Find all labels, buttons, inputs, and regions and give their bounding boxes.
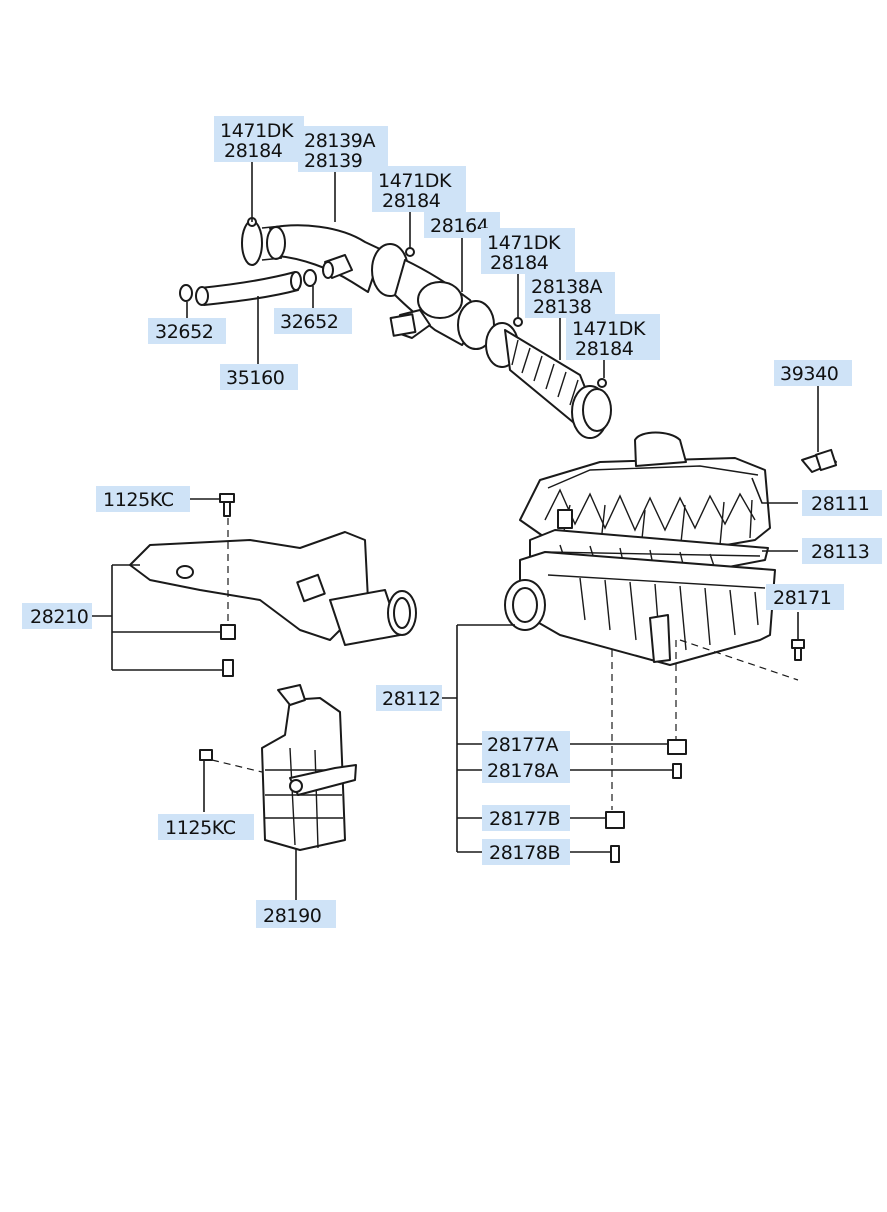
label-1471dk: 1471DK <box>378 170 452 192</box>
label-32652: 32652 <box>280 311 338 333</box>
label-28171: 28171 <box>773 587 831 609</box>
label-28138: 28138 <box>533 296 591 318</box>
label-1471dk: 1471DK <box>572 318 646 340</box>
label-1471dk: 1471DK <box>487 232 561 254</box>
label-28184: 28184 <box>575 338 634 360</box>
resonator-28190 <box>261 684 357 851</box>
intake-duct-28210 <box>129 531 417 646</box>
intake-hose-28138 <box>485 322 612 439</box>
label-28164: 28164 <box>430 215 489 237</box>
hose-clamps <box>247 217 607 388</box>
label-28178b: 28178B <box>489 842 560 864</box>
label-28184: 28184 <box>490 252 549 274</box>
label-28113: 28113 <box>811 541 869 563</box>
label-32652: 32652 <box>155 321 213 343</box>
label-28190: 28190 <box>263 905 321 927</box>
fasteners <box>199 493 805 863</box>
label-28210: 28210 <box>30 606 88 628</box>
label-28138a: 28138A <box>531 276 602 298</box>
sensor-39340 <box>801 448 838 473</box>
label-28184: 28184 <box>382 190 441 212</box>
alignment-lines <box>211 518 799 810</box>
label-1125kc: 1125KC <box>103 489 174 511</box>
label-28177b: 28177B <box>489 808 560 830</box>
label-1471dk: 1471DK <box>220 120 294 142</box>
label-28139: 28139 <box>304 150 362 172</box>
label-28177a: 28177A <box>487 734 558 756</box>
label-28178a: 28178A <box>487 760 558 782</box>
label-1125kc: 1125KC <box>165 817 236 839</box>
label-35160: 35160 <box>226 367 284 389</box>
label-28112: 28112 <box>382 688 440 710</box>
upper-hose-28139 <box>241 220 383 293</box>
label-28139a: 28139A <box>304 130 375 152</box>
breather-hose-35160 <box>179 269 317 306</box>
air-cleaner-body-28112 <box>504 551 776 666</box>
leader-lines <box>90 162 819 900</box>
label-28184: 28184 <box>224 140 283 162</box>
resonator-hose-28164 <box>371 243 495 350</box>
label-39340: 39340 <box>780 363 838 385</box>
label-28111: 28111 <box>811 493 869 515</box>
part-labels: 1471DK 28184 28139A 28139 1471DK 28184 2… <box>22 116 882 928</box>
